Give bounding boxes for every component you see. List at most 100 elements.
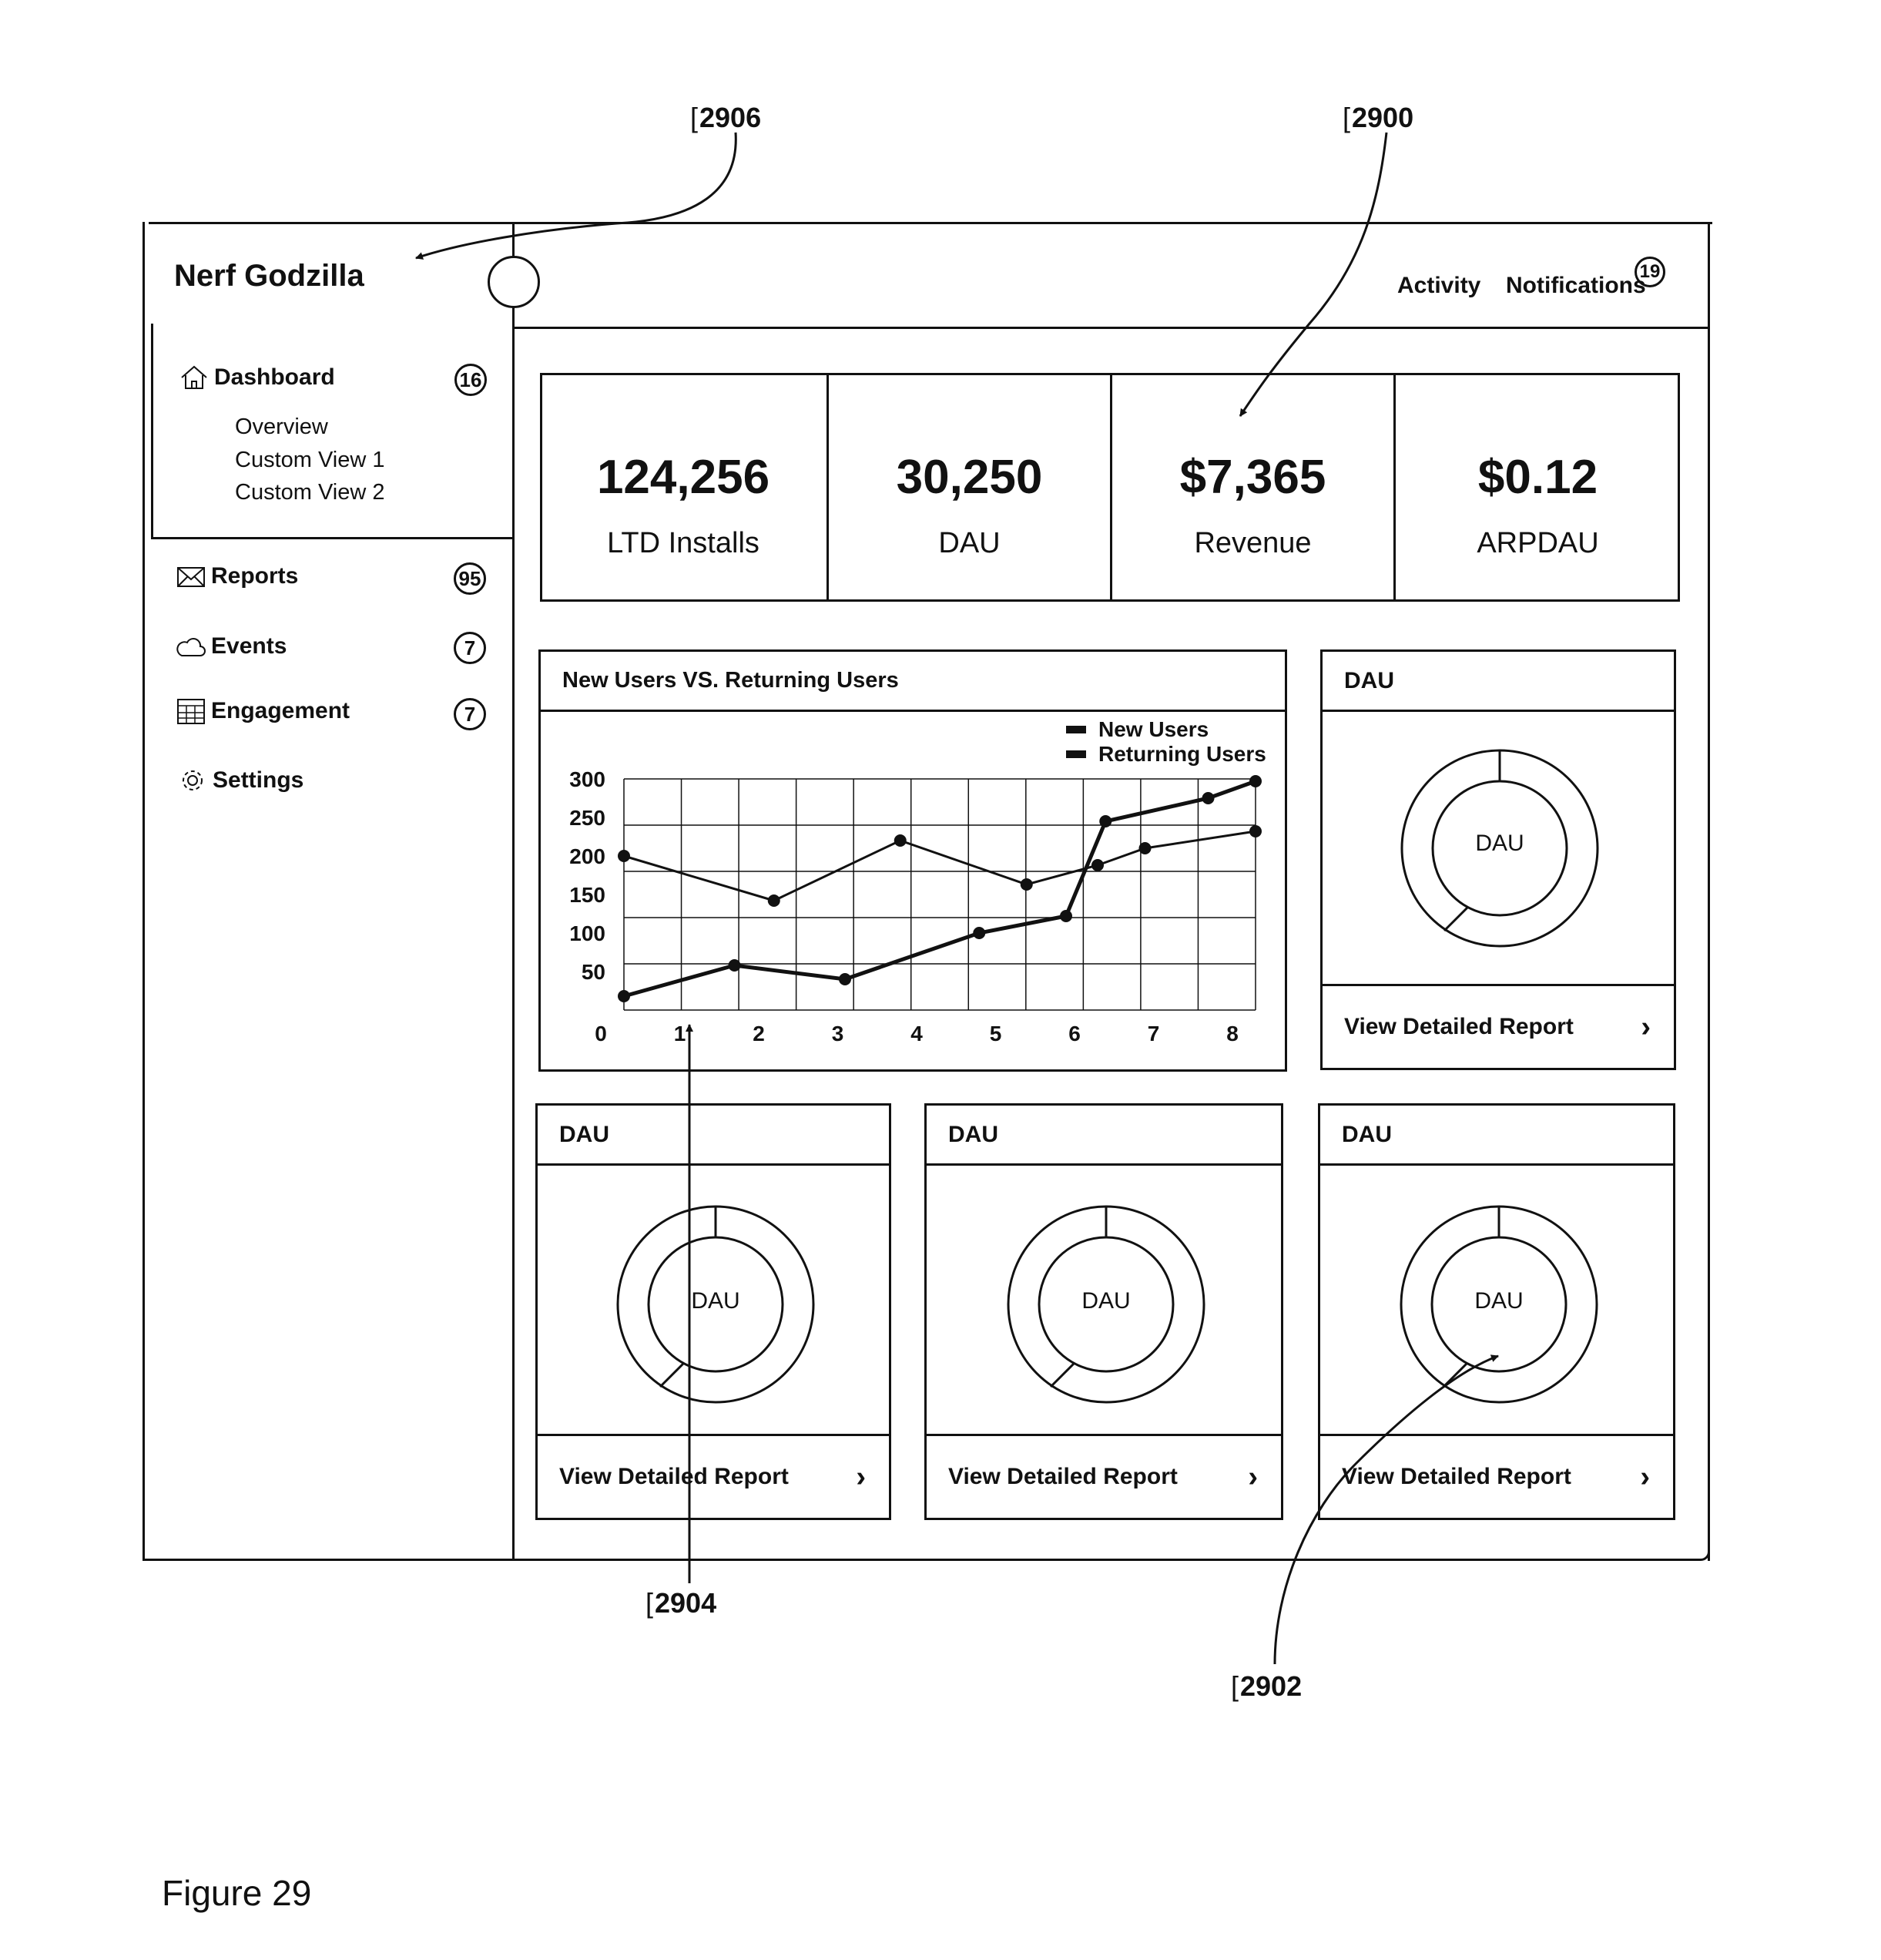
sidebar-item-events[interactable]: Events (176, 631, 287, 662)
stat-card-dau: 30,250 DAU (826, 373, 1110, 602)
dashboard-section (151, 324, 515, 539)
sidebar-subitem-custom-view-2[interactable]: Custom View 2 (235, 480, 385, 505)
sidebar-item-dashboard[interactable]: Dashboard (179, 362, 335, 393)
data-point-returning-users (729, 959, 741, 972)
notifications-link[interactable]: Notifications (1506, 273, 1646, 299)
dau-card-4: DAU DAU View Detailed Report › (1318, 1103, 1675, 1520)
sidebar-item-label: Settings (213, 767, 303, 794)
y-tick-label: 100 (569, 921, 605, 945)
view-report-label: View Detailed Report (1344, 1014, 1574, 1040)
x-tick-label: 2 (753, 1022, 765, 1045)
view-report-label: View Detailed Report (1342, 1464, 1571, 1490)
stat-value: 124,256 (540, 450, 826, 505)
sidebar-item-settings[interactable]: Settings (177, 765, 303, 796)
y-tick-label: 250 (569, 806, 605, 830)
donut-center-label: DAU (615, 1288, 816, 1314)
cloud-icon (176, 631, 206, 662)
data-point-returning-users (1099, 815, 1112, 827)
stat-label: Revenue (1112, 527, 1393, 560)
calendar-icon (176, 696, 206, 727)
line-chart: 30025020015010050012345678 (541, 652, 1285, 1069)
sidebar-subitem-overview[interactable]: Overview (235, 414, 328, 440)
stat-label: LTD Installs (540, 527, 826, 560)
donut-center-label: DAU (1400, 831, 1600, 857)
x-tick-label: 1 (674, 1022, 686, 1045)
x-tick-label: 7 (1148, 1022, 1160, 1045)
chart-card: New Users VS. Returning Users New Users … (538, 649, 1287, 1072)
data-point-returning-users (839, 973, 851, 985)
home-icon (179, 362, 210, 393)
window-top-edge-right (515, 222, 1712, 224)
stat-card-ltd-installs: 124,256 LTD Installs (540, 373, 826, 602)
reports-badge: 95 (454, 562, 486, 595)
dau-card-3: DAU DAU View Detailed Report › (924, 1103, 1283, 1520)
stat-label: DAU (829, 527, 1110, 560)
data-point-returning-users (973, 927, 985, 939)
sidebar-item-engagement[interactable]: Engagement (176, 696, 350, 727)
view-detailed-report-button[interactable]: View Detailed Report › (1323, 984, 1674, 1068)
x-tick-label: 8 (1226, 1022, 1239, 1045)
events-badge: 7 (454, 632, 486, 664)
dau-card-title: DAU (538, 1106, 889, 1166)
figure-label: Figure 29 (162, 1872, 311, 1914)
ref-2906: [2906 (690, 102, 761, 134)
view-detailed-report-button[interactable]: View Detailed Report › (927, 1434, 1281, 1518)
activity-link[interactable]: Activity (1397, 273, 1480, 299)
view-report-label: View Detailed Report (948, 1464, 1178, 1490)
view-detailed-report-button[interactable]: View Detailed Report › (538, 1434, 889, 1518)
dau-card-title: DAU (1320, 1106, 1673, 1166)
view-report-label: View Detailed Report (559, 1464, 789, 1490)
sidebar-item-label: Dashboard (214, 364, 335, 391)
data-point-new-users (894, 834, 907, 847)
ref-2904: [2904 (645, 1587, 716, 1619)
x-tick-label: 6 (1068, 1022, 1081, 1045)
donut-center-label: DAU (1399, 1288, 1599, 1314)
envelope-icon (176, 561, 206, 592)
y-tick-label: 50 (582, 960, 605, 984)
sidebar-item-label: Engagement (211, 698, 350, 724)
avatar[interactable] (488, 256, 540, 308)
chevron-right-icon: › (856, 1461, 866, 1494)
dau-card-2: DAU DAU View Detailed Report › (535, 1103, 891, 1520)
stat-value: $7,365 (1112, 450, 1393, 505)
gear-icon (177, 765, 208, 796)
stat-card-arpdau: $0.12 ARPDAU (1393, 373, 1680, 602)
chevron-right-icon: › (1640, 1461, 1650, 1494)
data-point-new-users (618, 850, 630, 862)
data-point-new-users (768, 894, 780, 907)
dashboard-badge: 16 (454, 364, 487, 396)
x-tick-label: 4 (910, 1022, 923, 1045)
data-point-returning-users (1249, 775, 1262, 787)
chevron-right-icon: › (1248, 1461, 1258, 1494)
data-point-new-users (1249, 825, 1262, 837)
stat-value: $0.12 (1396, 450, 1680, 505)
data-point-returning-users (618, 990, 630, 1002)
data-point-returning-users (1202, 792, 1215, 804)
y-tick-label: 150 (569, 883, 605, 907)
sidebar-item-label: Reports (211, 563, 298, 589)
view-detailed-report-button[interactable]: View Detailed Report › (1320, 1434, 1673, 1518)
stat-value: 30,250 (829, 450, 1110, 505)
donut-center-label: DAU (1006, 1288, 1206, 1314)
sidebar-subitem-custom-view-1[interactable]: Custom View 1 (235, 448, 385, 473)
sidebar-item-reports[interactable]: Reports (176, 561, 298, 592)
notifications-badge: 19 (1635, 257, 1665, 287)
dau-card-title: DAU (927, 1106, 1281, 1166)
data-point-new-users (1091, 859, 1104, 871)
sidebar-item-label: Events (211, 633, 287, 659)
data-point-new-users (1021, 878, 1033, 891)
stat-label: ARPDAU (1396, 527, 1680, 560)
ref-2902: [2902 (1231, 1670, 1302, 1703)
dau-card-1: DAU DAU View Detailed Report › (1320, 649, 1676, 1070)
y-tick-label: 200 (569, 844, 605, 868)
ref-2900: [2900 (1343, 102, 1413, 134)
data-point-new-users (1139, 842, 1152, 854)
stat-card-revenue: $7,365 Revenue (1110, 373, 1393, 602)
data-point-returning-users (1060, 910, 1072, 922)
x-tick-label: 3 (832, 1022, 844, 1045)
series-line-new-users (624, 831, 1256, 901)
dau-card-title: DAU (1323, 652, 1674, 712)
y-tick-label: 300 (569, 767, 605, 791)
chevron-right-icon: › (1641, 1011, 1651, 1044)
x-tick-label: 5 (990, 1022, 1002, 1045)
